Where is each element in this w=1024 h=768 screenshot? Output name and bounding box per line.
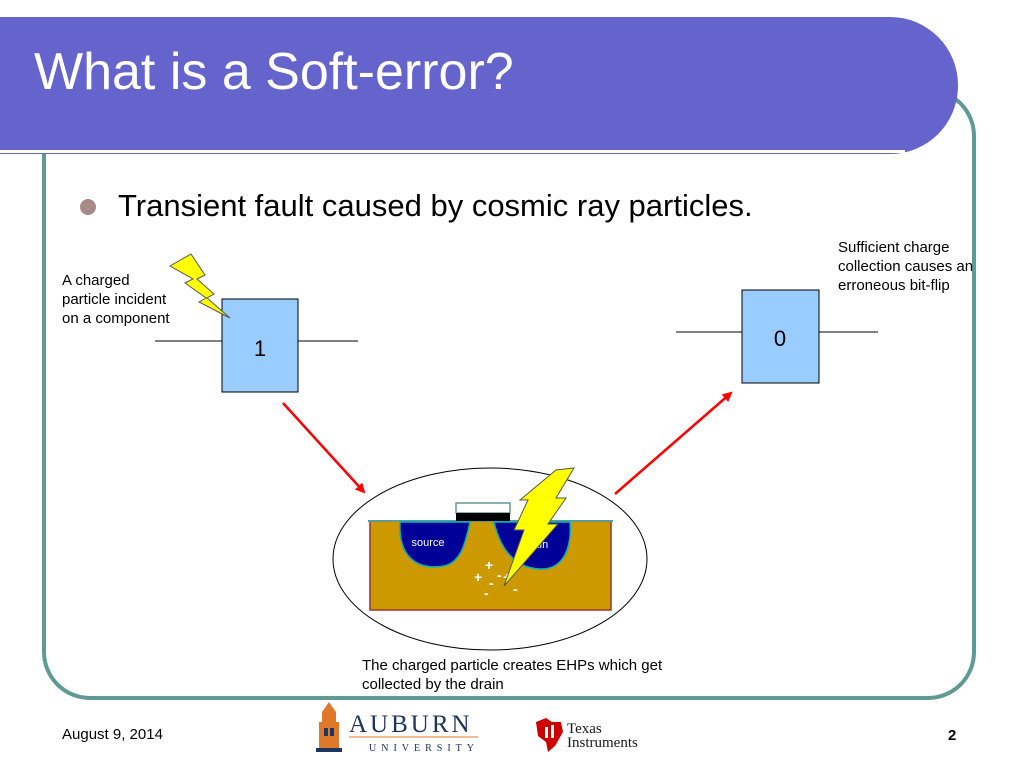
footer-date: August 9, 2014 — [62, 726, 163, 743]
bit-flip-note: Sufficient charge collection causes an e… — [838, 239, 974, 294]
lightning-bolt-icon — [503, 467, 575, 587]
lightning-bolt-icon — [168, 253, 231, 319]
auburn-tower-icon — [316, 702, 342, 752]
right-cell-value: 0 — [774, 326, 786, 351]
down-arrow — [282, 402, 366, 494]
gate-oxide — [455, 502, 511, 514]
source-well — [399, 521, 471, 568]
title-band — [0, 17, 958, 154]
ti-logo-line2: Instruments — [567, 735, 638, 751]
up-arrow — [614, 391, 733, 495]
auburn-logo-subtext: UNIVERSITY — [369, 743, 479, 754]
slide-title: What is a Soft-error? — [34, 43, 514, 101]
left-cell-value: 1 — [254, 336, 266, 361]
electron-charge: - — [497, 567, 502, 583]
ti-logo-line1: Texas — [567, 721, 602, 737]
incident-particle-note: A charged particle incident on a compone… — [62, 272, 170, 327]
bullet-dot-icon — [80, 199, 96, 215]
left-memory-cell — [221, 298, 299, 393]
auburn-logo: AUBURN UNIVERSITY — [316, 702, 479, 754]
gate-contact — [456, 513, 510, 521]
electron-charge: - — [484, 585, 489, 601]
hole-charge: + — [485, 557, 493, 573]
ti-logo: Texas Instruments — [536, 718, 638, 752]
ti-logo-icon — [536, 718, 563, 752]
ehp-collection-note: The charged particle creates EHPs which … — [362, 657, 663, 693]
source-label: source — [411, 537, 444, 549]
hole-charge: + — [474, 569, 482, 585]
right-memory-cell — [741, 289, 820, 384]
bullet-text: Transient fault caused by cosmic ray par… — [118, 188, 753, 223]
electron-charge: - — [489, 575, 494, 591]
page-number: 2 — [948, 727, 957, 744]
electron-charge: - — [513, 581, 518, 597]
auburn-logo-text: AUBURN — [349, 711, 473, 738]
title-underline — [0, 150, 905, 153]
